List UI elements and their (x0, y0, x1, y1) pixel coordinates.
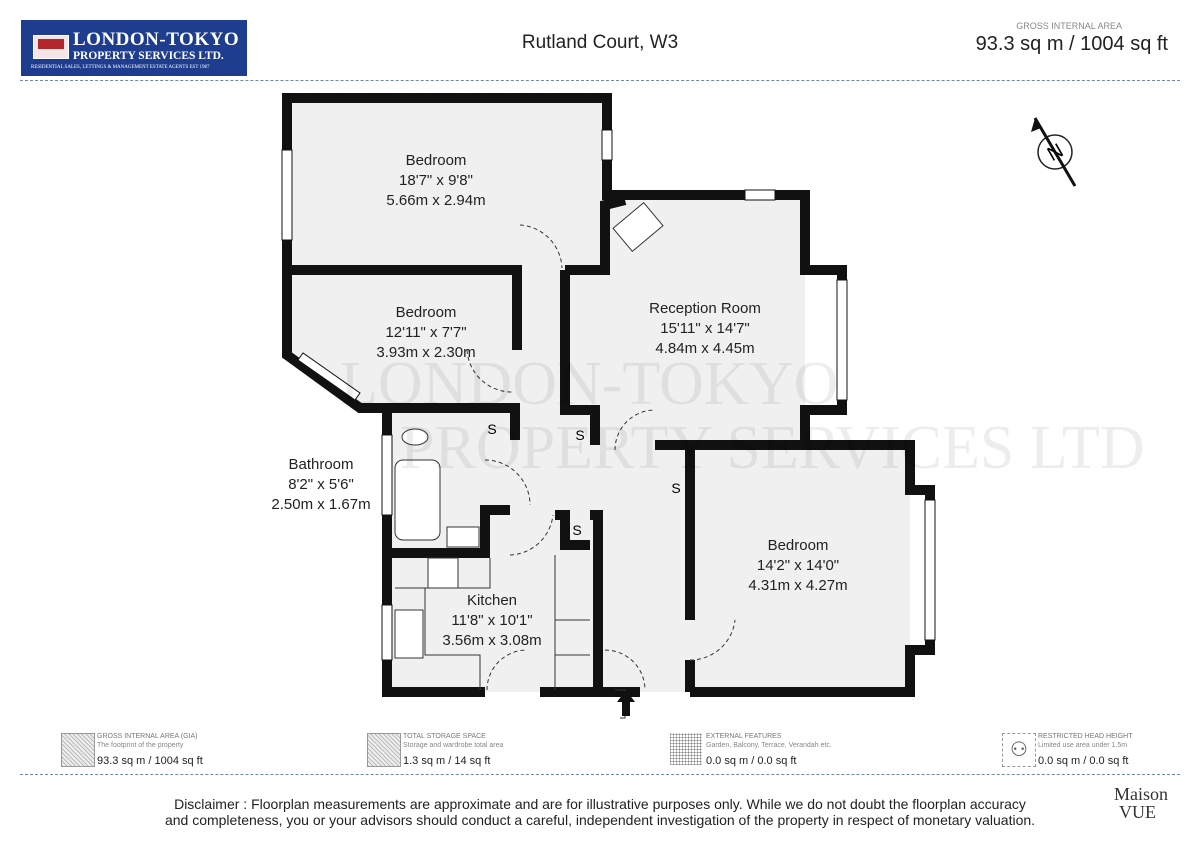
logo-line2: PROPERTY SERVICES LTD. (73, 50, 224, 62)
fireplace-icon (612, 201, 664, 253)
fixtures (394, 201, 664, 719)
toilet-icon (401, 428, 429, 446)
property-title: Rutland Court, W3 (521, 32, 679, 53)
logo-line1: LONDON-TOKYO (73, 29, 240, 50)
divider (20, 80, 1180, 81)
grid-icon (670, 733, 702, 765)
walls (282, 93, 935, 697)
compass-icon: N (1031, 117, 1077, 187)
sink-icon (446, 526, 480, 548)
logo-line3: RESIDENTIAL SALES, LETTINGS & MANAGEMENT… (31, 65, 210, 70)
hob-icon (427, 557, 459, 589)
watermark-line1: LONDON-TOKYO (340, 350, 839, 418)
logo-emblem (33, 35, 69, 59)
storage-label: S (671, 480, 680, 496)
gia-label: GROSS INTERNAL AREA (1016, 21, 1122, 31)
storage-icon (367, 733, 401, 767)
gia-value: 93.3 sq m / 1004 sq ft (975, 33, 1168, 55)
bathtub-icon (394, 459, 441, 541)
windows (281, 129, 936, 661)
divider (20, 774, 1180, 775)
disclaimer: Disclaimer : Floorplan measurements are … (164, 796, 1036, 828)
door-swings (466, 224, 736, 691)
kitchen-sink-icon (394, 609, 424, 659)
watermark-line2: PROPERTY SERVICES LTD (400, 414, 1145, 482)
storage-label: S (575, 427, 584, 443)
storage-label: S (487, 421, 496, 437)
hatch-icon (61, 733, 95, 767)
storage-label: S (572, 522, 581, 538)
storage-labels: S S S S (487, 421, 680, 538)
person-icon: ⚇ (1002, 733, 1036, 767)
agency-logo: LONDON-TOKYO PROPERTY SERVICES LTD. RESI… (21, 20, 247, 76)
entrance-arrow-icon (617, 690, 635, 716)
